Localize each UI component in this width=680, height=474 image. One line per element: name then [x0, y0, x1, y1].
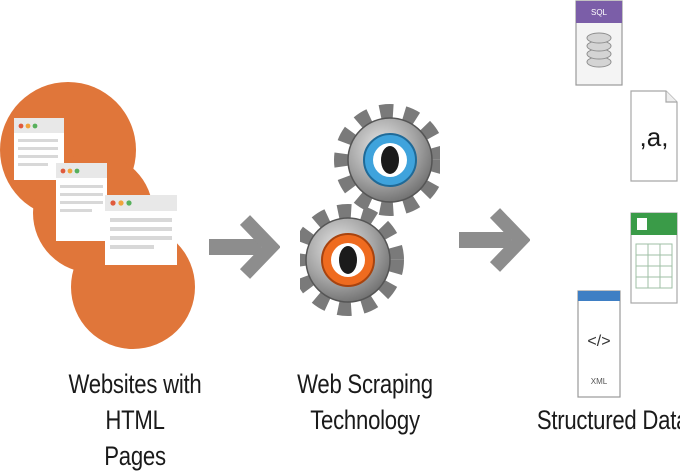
browser-window-icon [105, 195, 177, 265]
xml-file-icon: </> XML [577, 290, 621, 398]
sql-file-text: SQL [591, 8, 608, 17]
sql-database-file-icon: SQL [575, 0, 623, 86]
gear-orange-icon [300, 204, 404, 316]
browser-window-icon [14, 118, 64, 180]
gear-blue-icon [334, 104, 440, 216]
xml-file-text: XML [591, 377, 608, 386]
browser-window-icon [56, 163, 107, 241]
arrow-right-icon [455, 205, 530, 275]
scraper-label-line1: Web Scraping [297, 369, 433, 399]
websites-group [0, 55, 200, 360]
xml-code-glyph: </> [587, 333, 610, 350]
scraper-label-line2: Technology [310, 405, 420, 435]
gears-icon [300, 82, 440, 352]
websites-label-line1: Websites with HTML [68, 369, 202, 435]
arrow-right-icon [205, 212, 280, 282]
spreadsheet-file-icon [630, 212, 678, 304]
csv-file-icon: ,a, [630, 90, 678, 182]
structured-label: Structured Data [536, 405, 680, 435]
csv-file-text: ,a, [640, 122, 669, 152]
websites-label-line2: Pages [104, 441, 166, 471]
scraper-label: Web Scraping Technology [275, 366, 455, 438]
